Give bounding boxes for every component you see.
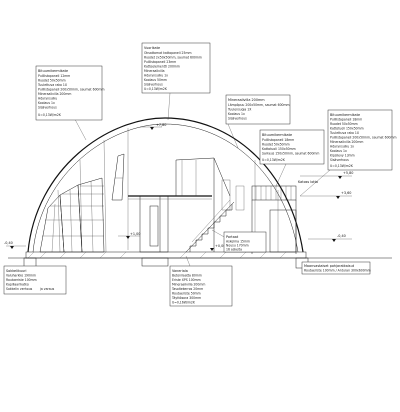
svg-text:Sisäverhous: Sisäverhous: [38, 106, 57, 110]
svg-text:Ruodet 50x50mm: Ruodet 50x50mm: [38, 79, 66, 83]
svg-text:Tuulensuoja 1X: Tuulensuoja 1X: [227, 108, 252, 112]
svg-text:Puillistapaneli 18mm: Puillistapaneli 18mm: [262, 138, 294, 142]
svg-text:Kapillaarikatko: Kapillaarikatko: [6, 283, 29, 287]
level-marker-mid-right: +3,60: [300, 191, 352, 199]
note-roof-top-code: U=0,13W/m2K: [144, 87, 168, 91]
svg-text:Puillistapaneli 23mm: Puillistapaneli 23mm: [144, 60, 176, 64]
level-mid-right-text: +3,60: [341, 191, 351, 195]
svg-text:Kipsilevy 13mm: Kipsilevy 13mm: [330, 154, 355, 158]
note-foundation-right: Maanvastaiset pohjaratkaisut Routaeriste…: [301, 261, 371, 275]
svg-text:Sisäverhous: Sisäverhous: [228, 117, 247, 121]
canopy-label: Katoss lotta: [298, 180, 318, 184]
level-marker-upper-right: +5,80: [300, 171, 353, 179]
inner-wall: [139, 195, 169, 253]
note-roof-left: Bituumikermikate Puillistapaneli 12mm Ru…: [35, 65, 105, 141]
note-roof-right-code: U=0,13W/m2K: [330, 164, 354, 168]
svg-text:Puillistapaneli 200x50mm, saum: Puillistapaneli 200x50mm, saumat 600mm: [38, 88, 105, 92]
svg-text:Oksattomat kattopaneli 25mm: Oksattomat kattopaneli 25mm: [144, 51, 192, 55]
svg-text:Ruodet 50x50mm: Ruodet 50x50mm: [330, 122, 358, 126]
svg-text:Routaeriste 50mm: Routaeriste 50mm: [172, 292, 201, 296]
svg-text:Sisäverhous: Sisäverhous: [330, 158, 349, 162]
svg-text:Sisäverhous: Sisäverhous: [144, 83, 163, 87]
svg-text:Lämpöpuu 200x50mm, saumat 600m: Lämpöpuu 200x50mm, saumat 600mm: [228, 103, 290, 107]
svg-text:Mineraalivilla 200mm: Mineraalivilla 200mm: [38, 92, 71, 96]
note-roof-top: Vuorikate Oksattomat kattopaneli 25mm Ru…: [141, 42, 211, 121]
door: [149, 205, 159, 247]
level-ground-right-text: -0,40: [337, 234, 346, 238]
level-marker-floor-mid: +0,00: [210, 244, 225, 251]
note-roof-right: Bituumikermikate Puillistapaneli 18mm Ru…: [299, 109, 397, 197]
note-floor-title: Vaneriala: [172, 269, 188, 273]
dome-outer-shell: [27, 117, 304, 253]
svg-text:Ruodet 2x50x50mm, saumat 600mm: Ruodet 2x50x50mm, saumat 600mm: [144, 56, 202, 60]
level-floor-left-text: +1,00: [130, 232, 140, 236]
level-marker-ground-left: -0,40: [4, 241, 26, 249]
svg-text:Betonilaatta 80mm: Betonilaatta 80mm: [172, 274, 202, 278]
svg-text:Eriste XPS 100mm: Eriste XPS 100mm: [172, 278, 201, 282]
svg-text:Kattoelementti 200mm: Kattoelementti 200mm: [144, 65, 180, 69]
svg-text:Nousu 170mm: Nousu 170mm: [226, 244, 249, 248]
svg-text:Mineraalivilla 200mm: Mineraalivilla 200mm: [330, 140, 363, 144]
level-marker-top: +7,80: [140, 123, 166, 130]
level-upper-right-text: +5,80: [343, 171, 353, 175]
note-roof-top-title: Vuorikate: [144, 46, 160, 50]
svg-text:16 askelta: 16 askelta: [226, 248, 242, 252]
svg-text:Puillistapaneli 12mm: Puillistapaneli 12mm: [38, 74, 70, 78]
note-roof-left-code: U=0,13W/m2K: [38, 113, 62, 117]
note-walkway-code: U=0,13W/m2K: [262, 158, 286, 162]
svg-text:Höyrynsulku: Höyrynsulku: [38, 97, 57, 101]
svg-text:Routaeriste 100mm: Routaeriste 100mm: [6, 278, 37, 282]
skylight-window: [111, 153, 125, 201]
svg-text:Sokkelin verhous: Sokkelin verhous: [6, 287, 33, 291]
svg-text:Koolaus 50mm: Koolaus 50mm: [144, 78, 167, 82]
entry-block: [269, 209, 297, 253]
level-ground-left-text: -0,40: [4, 241, 13, 245]
note-walkway-title: Bituumikermikate: [262, 133, 292, 137]
level-marker-ground-right: -0,40: [308, 234, 352, 242]
svg-text:Puillistapaneli 18mm: Puillistapaneli 18mm: [330, 118, 362, 122]
svg-text:Koolaus 1x: Koolaus 1x: [330, 149, 347, 153]
note-stair-title: Portaat: [226, 235, 239, 239]
note-roof-right-title: Bituumikermikate: [330, 113, 360, 117]
note-walkway: Bituumikermikate Puillistapaneli 18mm Ru…: [259, 129, 325, 187]
svg-text:Koolaus 1x: Koolaus 1x: [38, 101, 55, 105]
note-floor-code: U=0,16W/m2K: [172, 301, 196, 305]
svg-text:Kattotuoli 150x50mm: Kattotuoli 150x50mm: [262, 147, 296, 151]
svg-text:Mineraalivilla: Mineraalivilla: [144, 69, 165, 73]
level-floor-mid-text: +0,00: [215, 244, 225, 248]
glazed-facade: [39, 177, 105, 253]
svg-text:Kattotuoli 150x50mm: Kattotuoli 150x50mm: [330, 127, 364, 131]
svg-text:Täyttösora 300mm: Täyttösora 300mm: [171, 296, 201, 300]
svg-text:Valuharkko 190mm: Valuharkko 190mm: [6, 274, 36, 278]
svg-text:Puillistapaneli 200x50mm, saum: Puillistapaneli 200x50mm, saumat 600mm: [330, 136, 397, 140]
note-foundation-left-title: Sokkelikuuri: [6, 269, 27, 273]
svg-text:Mineraalivilla 200mm: Mineraalivilla 200mm: [172, 283, 205, 287]
note-roof-left-title: Bituumikermikate: [38, 69, 68, 73]
svg-text:Routaeriste 100mm / Anturan 30: Routaeriste 100mm / Anturan 300x600mm: [304, 269, 371, 273]
level-marker-floor-left: +1,00: [118, 232, 140, 239]
svg-text:Höyrynsulku 1x: Höyrynsulku 1x: [144, 74, 168, 78]
svg-text:Tasoitekerros 20mm: Tasoitekerros 20mm: [171, 287, 203, 291]
svg-text:Askelma 15mm: Askelma 15mm: [226, 240, 250, 244]
svg-text:Sarkeus 150x50mm, saumat 600mm: Sarkeus 150x50mm, saumat 600mm: [262, 152, 319, 156]
svg-text:Tuulettuva rako 1X: Tuulettuva rako 1X: [329, 131, 360, 135]
note-foundation-left: Sokkelikuuri Valuharkko 190mm Routaerist…: [3, 265, 67, 295]
svg-text:Koolaus 1x: Koolaus 1x: [228, 112, 245, 116]
foundation: [23, 251, 309, 269]
note-roof-mid-title: Mineraalivilla 200mm: [228, 98, 265, 102]
note-stair: Portaat Askelma 15mm Nousu 170mm 16 aske…: [211, 229, 267, 253]
upper-room: [175, 157, 231, 197]
svg-text:Ruodet 50x50mm: Ruodet 50x50mm: [262, 143, 290, 147]
note-roof-mid: Mineraalivilla 200mm Lämpöpuu 200x50mm, …: [225, 94, 291, 149]
staircase: [185, 199, 235, 253]
svg-text:Höyrynsulku 1x: Höyrynsulku 1x: [330, 145, 354, 149]
svg-text:Tuulettuva rako 1X: Tuulettuva rako 1X: [37, 83, 68, 87]
note-floor: Vaneriala Betonilaatta 80mm Eriste XPS 1…: [169, 255, 233, 307]
note-foundation-right-title: Maanvastaiset pohjaratkaisut: [304, 264, 355, 268]
svg-text:ja varaus: ja varaus: [39, 287, 55, 291]
level-top-text: +7,80: [156, 123, 166, 127]
